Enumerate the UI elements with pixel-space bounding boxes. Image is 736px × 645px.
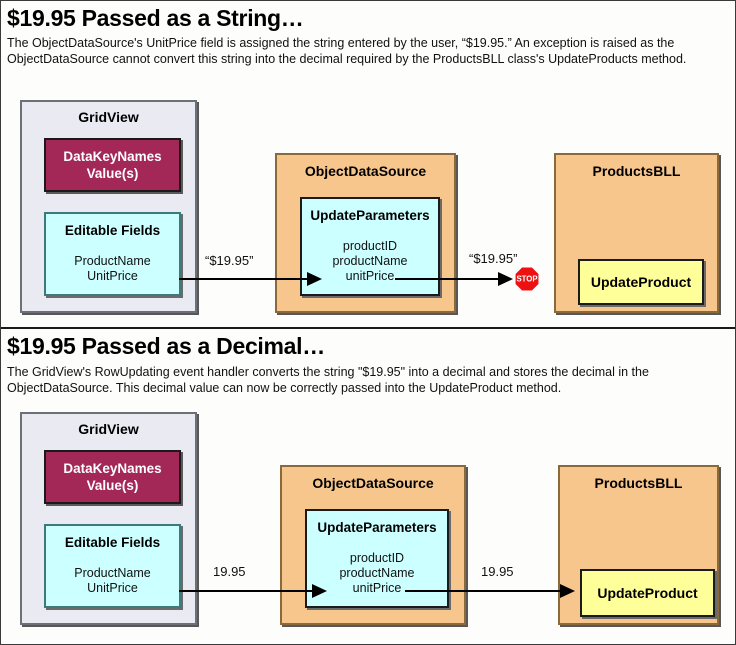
editable-fields-box: Editable Fields ProductName UnitPrice <box>44 524 181 608</box>
updateproduct-label: UpdateProduct <box>590 274 692 290</box>
productsbll-title: ProductsBLL <box>592 163 681 179</box>
arrow-label-decimal-2: 19.95 <box>481 564 514 579</box>
datakeynames-line1: DataKeyNames <box>63 149 162 164</box>
updateparameters-list: productID productName unitPrice <box>332 239 408 283</box>
updateparameters-box: UpdateParameters productID productName u… <box>305 509 449 608</box>
editable-fields-list: ProductName UnitPrice <box>74 254 151 283</box>
arrow-ods-to-bll <box>405 584 575 598</box>
panel-heading: $19.95 Passed as a Decimal… <box>7 333 325 359</box>
editable-fields-box: Editable Fields ProductName UnitPrice <box>44 212 181 296</box>
stop-sign-label: STOP <box>516 275 537 284</box>
gridview-box: GridView DataKeyNames Value(s) Editable … <box>20 100 197 313</box>
datakeynames-box: DataKeyNames Value(s) <box>44 138 181 192</box>
arrow-label-decimal-1: 19.95 <box>213 564 246 579</box>
arrow-gridview-to-ods <box>179 584 327 598</box>
panel-string: $19.95 Passed as a String… The ObjectDat… <box>1 1 735 327</box>
panel-decimal: $19.95 Passed as a Decimal… The GridView… <box>1 327 735 644</box>
updateparameters-box: UpdateParameters productID productName u… <box>300 197 440 296</box>
updateparameters-header: UpdateParameters <box>317 520 437 535</box>
gridview-title: GridView <box>78 109 139 125</box>
updateparameters-list: productID productName unitPrice <box>339 551 415 595</box>
datakeynames-line2: Value(s) <box>86 478 139 493</box>
panel-description: The ObjectDataSource's UnitPrice field i… <box>7 36 687 66</box>
arrow-label-string-2: “$19.95” <box>469 251 518 266</box>
updateproduct-box: UpdateProduct <box>578 259 704 305</box>
gridview-title: GridView <box>78 421 139 437</box>
panel-heading: $19.95 Passed as a String… <box>7 5 304 31</box>
editable-fields-header: Editable Fields <box>64 223 161 238</box>
arrow-label-string-1: “$19.95” <box>205 253 254 268</box>
arrow-ods-to-bll <box>395 272 513 286</box>
datakeynames-line2: Value(s) <box>86 166 139 181</box>
objectdatasource-title: ObjectDataSource <box>304 163 427 179</box>
objectdatasource-title: ObjectDataSource <box>312 475 434 491</box>
productsbll-box: ProductsBLL UpdateProduct <box>558 465 719 625</box>
productsbll-title: ProductsBLL <box>594 475 683 491</box>
datakeynames-line1: DataKeyNames <box>63 461 162 476</box>
editable-fields-header: Editable Fields <box>64 535 161 550</box>
productsbll-box: ProductsBLL UpdateProduct <box>554 153 719 313</box>
objectdatasource-box: ObjectDataSource UpdateParameters produc… <box>275 153 456 313</box>
panel-description: The GridView's RowUpdating event handler… <box>7 365 649 395</box>
editable-fields-list: ProductName UnitPrice <box>74 566 151 595</box>
updateproduct-label: UpdateProduct <box>597 585 698 601</box>
updateparameters-header: UpdateParameters <box>310 208 430 223</box>
datakeynames-box: DataKeyNames Value(s) <box>44 450 181 504</box>
updateproduct-box: UpdateProduct <box>580 569 715 617</box>
stop-sign-icon: STOP <box>514 266 540 292</box>
arrow-gridview-to-ods <box>179 272 322 286</box>
gridview-box: GridView DataKeyNames Value(s) Editable … <box>20 412 197 625</box>
objectdatasource-box: ObjectDataSource UpdateParameters produc… <box>280 465 466 625</box>
